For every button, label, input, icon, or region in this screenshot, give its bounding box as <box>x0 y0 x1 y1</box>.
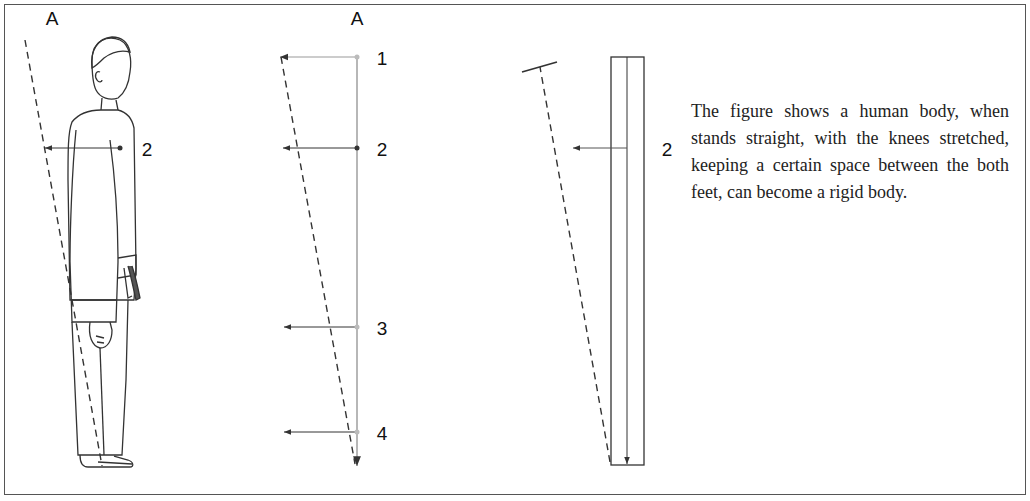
human-figure <box>68 37 140 467</box>
arrow-2 <box>283 148 357 149</box>
callout-number: 2 <box>377 140 388 159</box>
arrow-1 <box>280 56 357 57</box>
dashed-line <box>281 57 355 464</box>
tilt-mark <box>522 62 557 72</box>
callout-number: 2 <box>662 140 673 159</box>
dashed-line <box>540 67 610 462</box>
callout-number: 4 <box>377 424 388 443</box>
arrow-4 <box>284 432 357 433</box>
note-text: The figure shows a human body, when stan… <box>691 98 1009 206</box>
rigid-bar <box>611 57 644 465</box>
callout-number: 1 <box>377 49 388 68</box>
force-arrow <box>45 148 120 149</box>
arrow-3 <box>284 327 357 328</box>
point <box>118 146 123 151</box>
arrow-2 <box>573 148 627 149</box>
vertical-axis <box>356 57 357 466</box>
callout-number: 2 <box>142 140 153 159</box>
bar-axis <box>627 57 628 464</box>
dashed-line <box>25 40 102 466</box>
figure-label: A <box>46 9 59 28</box>
callout-number: 3 <box>377 319 388 338</box>
figure-label: A <box>351 9 364 28</box>
points <box>355 55 360 435</box>
frame <box>5 5 1026 495</box>
